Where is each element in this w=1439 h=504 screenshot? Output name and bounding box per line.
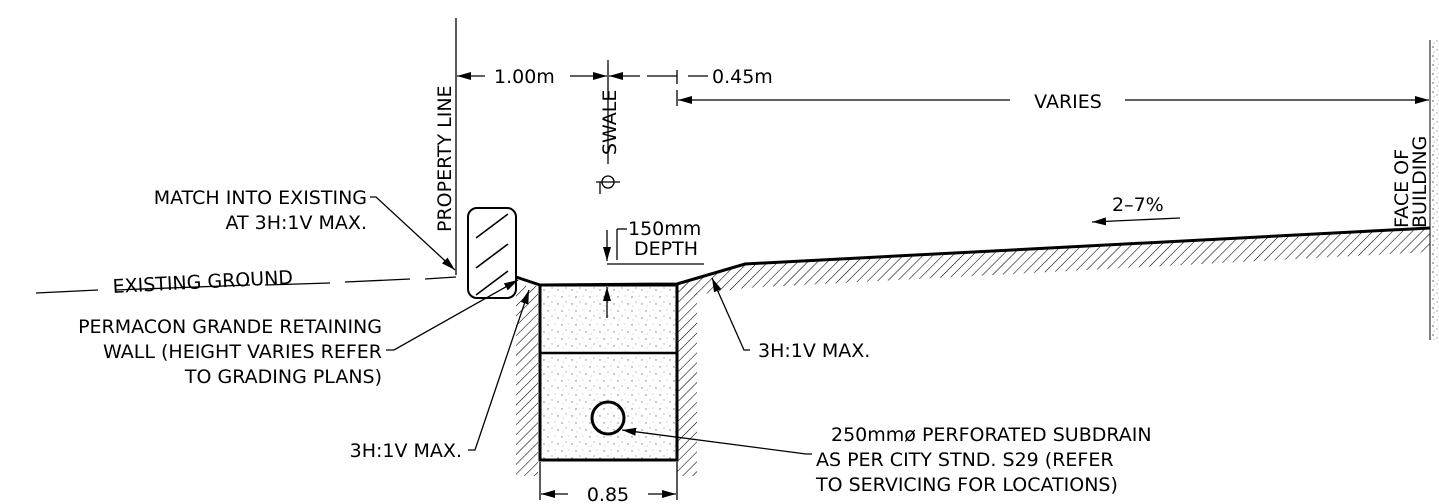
depth-dimension (603, 228, 704, 318)
retaining-wall-callout-3: TO GRADING PLANS) (184, 366, 382, 388)
match-existing-callout-1: MATCH INTO EXISTING (154, 187, 367, 209)
perforated-subdrain-pipe (590, 400, 626, 436)
subdrain-callout-1: 250mmø PERFORATED SUBDRAIN (831, 424, 1152, 446)
match-existing-callout-2: AT 3H:1V MAX. (225, 212, 367, 234)
depth-label: DEPTH (634, 238, 698, 260)
retaining-wall-callout-2: WALL (HEIGHT VARIES REFER (103, 341, 382, 363)
property-line-label: PROPERTY LINE (434, 85, 456, 232)
face-of-building-label-2: BUILDING (1409, 136, 1431, 228)
swale-centerline (596, 60, 620, 194)
dimension-0-45m: 0.45m (712, 66, 773, 88)
existing-ground-label: EXISTING GROUND (112, 267, 293, 298)
stone-trench (538, 283, 679, 462)
dimension-varies: VARIES (1034, 91, 1102, 113)
top-dimension-line (457, 70, 1429, 106)
face-of-building (1429, 40, 1439, 340)
finished-grade-line (515, 226, 1431, 287)
trench-width-label: 0.85 (587, 484, 629, 504)
swale-label: SWALE (599, 90, 621, 155)
retaining-wall (467, 207, 517, 299)
slope-left-callout: 3H:1V MAX. (350, 440, 462, 462)
retaining-wall-callout-1: PERMACON GRANDE RETAINING (78, 316, 382, 338)
ground-hatching (516, 228, 1430, 476)
dimension-1-00m: 1.00m (494, 66, 555, 88)
subdrain-callout-3: TO SERVICING FOR LOCATIONS) (815, 474, 1118, 496)
slope-arrow (1091, 217, 1181, 226)
depth-value-label: 150mm (628, 218, 701, 240)
leader-lines (370, 196, 812, 455)
existing-ground-line (35, 276, 457, 294)
trench-width-dimension (539, 462, 678, 500)
face-of-building-label-1: FACE OF (1391, 149, 1413, 228)
subdrain-callout-2: AS PER CITY STND. S29 (REFER (816, 449, 1114, 471)
slope-right-callout: 3H:1V MAX. (758, 340, 870, 362)
slope-grade-label: 2–7% (1112, 194, 1164, 216)
